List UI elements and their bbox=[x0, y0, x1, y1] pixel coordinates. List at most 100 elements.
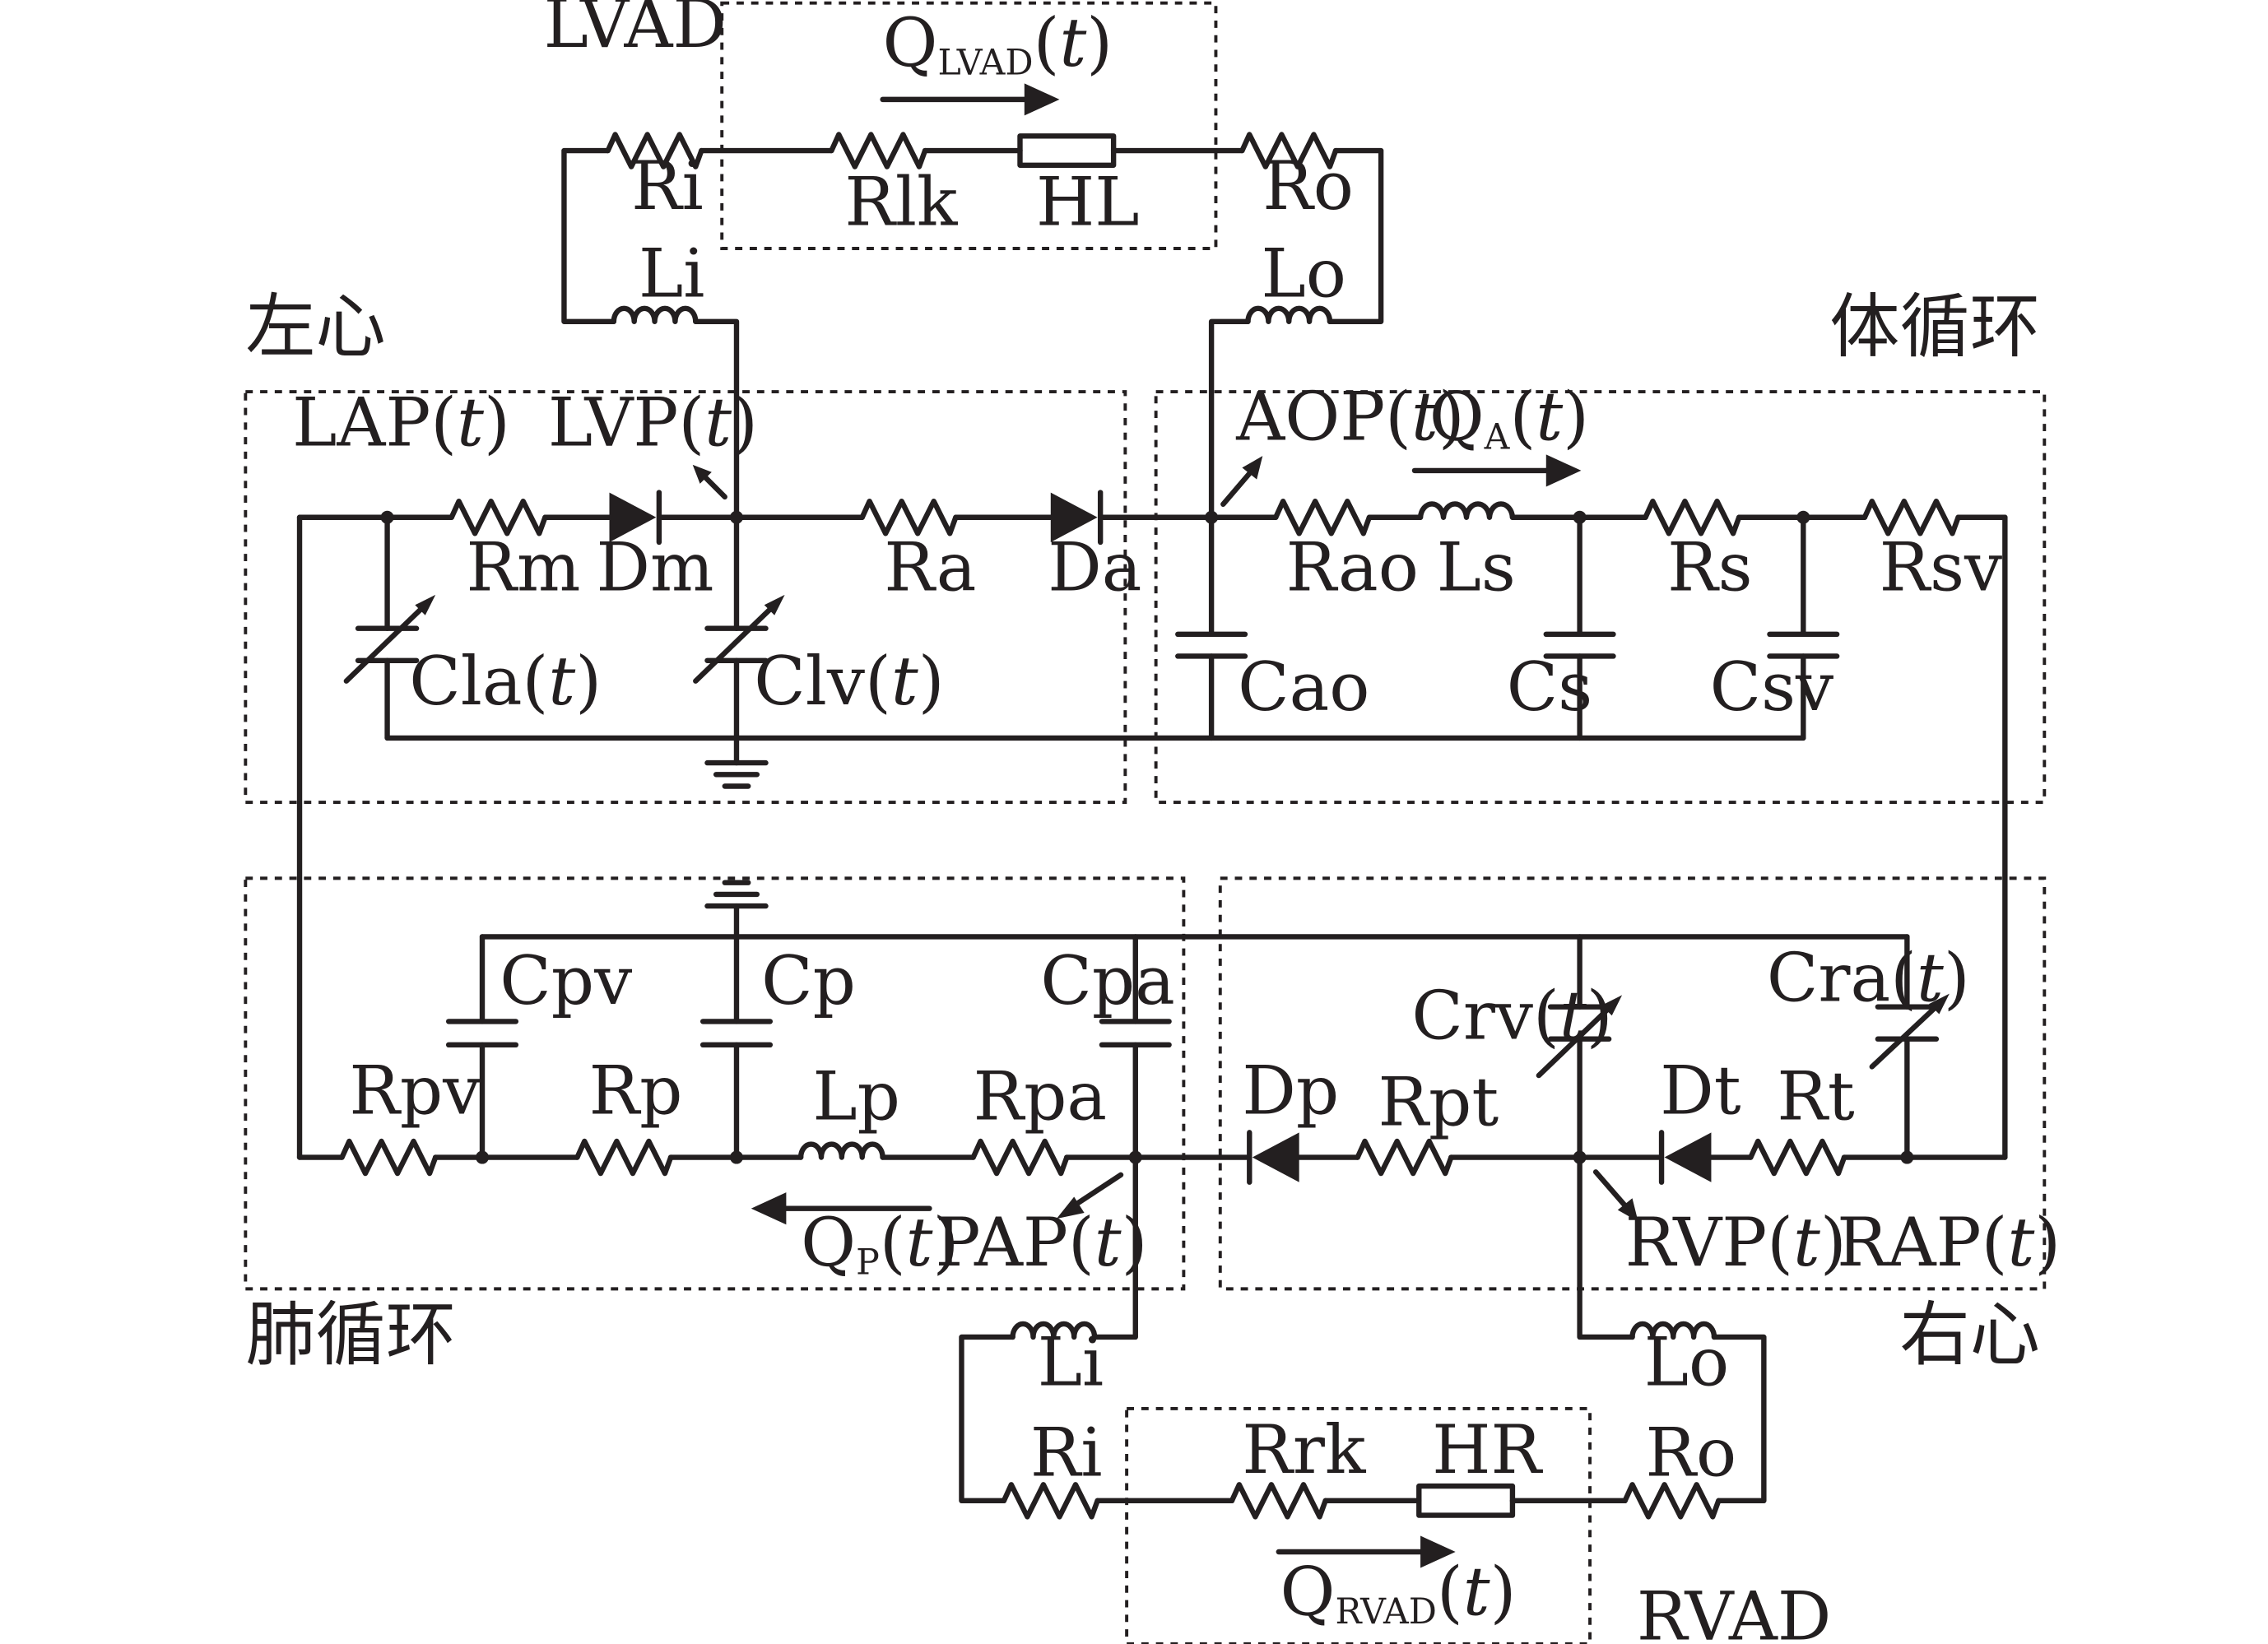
inductor-ls bbox=[1417, 501, 1516, 520]
label-systemic-circulation: 体循环 bbox=[1829, 286, 2040, 368]
pump-hr bbox=[1416, 1483, 1516, 1518]
label-rvad-lo: Lo bbox=[1644, 1324, 1729, 1402]
label-cao: Cao bbox=[1238, 648, 1369, 727]
label-q-rvad: QRVAD(t) bbox=[1280, 1553, 1517, 1632]
resistor-rpa bbox=[970, 1138, 1070, 1177]
capacitor-cao bbox=[1175, 631, 1248, 659]
label-ra: Ra bbox=[884, 529, 976, 607]
label-rm: Rm bbox=[466, 529, 580, 607]
label-q-lvad: QLVAD(t) bbox=[883, 4, 1113, 84]
label-rpv: Rpv bbox=[349, 1052, 481, 1130]
resistor-rt bbox=[1748, 1138, 1847, 1177]
label-q-p: QP(t) bbox=[801, 1204, 959, 1284]
capacitor-cp bbox=[699, 1019, 774, 1048]
label-lvad-lo: Lo bbox=[1261, 235, 1345, 313]
capacitor-crv-variable bbox=[1536, 995, 1623, 1079]
label-rap: RAP(t) bbox=[1837, 1204, 2061, 1282]
resistor-rs bbox=[1643, 499, 1742, 536]
diode-dm bbox=[609, 490, 662, 546]
capacitor-clv-variable bbox=[693, 594, 785, 684]
group-labels: LVAD 左心 体循环 肺循环 右心 RVAD bbox=[245, 0, 2040, 1644]
label-csv: Csv bbox=[1710, 648, 1834, 727]
label-rlk: Rlk bbox=[844, 164, 959, 242]
resistors bbox=[339, 132, 1961, 1520]
label-cla: Cla(t) bbox=[409, 643, 602, 721]
inductors bbox=[611, 305, 1717, 1340]
label-rvad-li: Li bbox=[1038, 1324, 1104, 1402]
resistor-ra bbox=[859, 499, 959, 536]
ground-symbol-bottom bbox=[704, 880, 769, 909]
flow-arrow-lvad bbox=[880, 83, 1060, 116]
resistor-lvad-ri bbox=[605, 132, 704, 170]
label-rsv: Rsv bbox=[1880, 529, 2003, 607]
inductor-lvad-li bbox=[611, 305, 699, 324]
systemic-circulation-box bbox=[1154, 390, 2047, 804]
label-cp: Cp bbox=[761, 942, 856, 1020]
label-hl: HL bbox=[1036, 164, 1139, 242]
label-q-a: QA(t) bbox=[1429, 378, 1589, 458]
label-da: Da bbox=[1048, 529, 1141, 607]
label-rpa: Rpa bbox=[974, 1057, 1107, 1135]
arrows bbox=[692, 83, 1638, 1568]
resistor-rm bbox=[448, 499, 548, 536]
label-dt: Dt bbox=[1660, 1052, 1741, 1130]
label-lp: Lp bbox=[812, 1057, 900, 1135]
resistor-rpt bbox=[1355, 1138, 1454, 1177]
resistor-lvad-ro bbox=[1239, 132, 1339, 170]
resistor-rpv bbox=[339, 1138, 439, 1177]
pressure-labels: LAP(t) LVP(t) AOP(t) PAP(t) RVP(t) RAP(t… bbox=[292, 378, 2061, 1282]
inductor-lvad-lo bbox=[1245, 305, 1333, 324]
diodes bbox=[609, 490, 1712, 1185]
flow-arrow-qa bbox=[1411, 454, 1582, 487]
label-right-heart: 右心 bbox=[1900, 1295, 2040, 1377]
capacitor-cra-variable bbox=[1869, 993, 1950, 1070]
pressure-arrow-rvp bbox=[1592, 1169, 1638, 1222]
label-hr: HR bbox=[1432, 1411, 1543, 1489]
label-rt: Rt bbox=[1777, 1057, 1854, 1135]
capacitors bbox=[343, 594, 1950, 1079]
capacitor-csv bbox=[1767, 631, 1840, 659]
label-dp: Dp bbox=[1242, 1052, 1339, 1130]
label-lvad-group: LVAD bbox=[544, 0, 727, 63]
pressure-arrow-pap bbox=[1056, 1172, 1124, 1219]
resistor-rlk bbox=[829, 132, 928, 170]
label-cra: Cra(t) bbox=[1767, 940, 1970, 1018]
pressure-arrow-lvp bbox=[692, 464, 727, 500]
left-heart-box bbox=[244, 390, 1127, 804]
flow-arrow-qp bbox=[751, 1192, 932, 1225]
resistor-rsv bbox=[1861, 499, 1961, 536]
resistor-rvad-ri bbox=[1001, 1482, 1100, 1520]
pressure-arrow-aop bbox=[1220, 456, 1263, 507]
label-rvad-group: RVAD bbox=[1637, 1578, 1831, 1644]
diode-da bbox=[1050, 490, 1104, 546]
label-rpt: Rpt bbox=[1378, 1063, 1499, 1141]
pulmonary-circulation-box bbox=[244, 876, 1186, 1291]
label-pulmonary-circulation: 肺循环 bbox=[245, 1295, 456, 1377]
capacitor-cs bbox=[1543, 631, 1616, 659]
label-cpv: Cpv bbox=[500, 942, 632, 1020]
flow-labels: QLVAD(t) QA(t) QP(t) QRVAD(t) bbox=[801, 4, 1589, 1632]
inductor-rvad-li bbox=[1010, 1321, 1098, 1340]
label-rp: Rp bbox=[589, 1052, 683, 1130]
right-heart-box bbox=[1218, 876, 2047, 1291]
label-clv: Clv(t) bbox=[754, 643, 944, 721]
pump-hl bbox=[1017, 133, 1117, 168]
label-cpa: Cpa bbox=[1040, 942, 1174, 1020]
label-rvad-ro: Ro bbox=[1646, 1414, 1737, 1493]
wires bbox=[296, 147, 2008, 1504]
resistor-rrk bbox=[1229, 1482, 1328, 1520]
label-rvad-ri: Ri bbox=[1030, 1414, 1103, 1493]
junction-dots bbox=[380, 510, 1914, 1164]
diode-dp bbox=[1247, 1130, 1299, 1185]
label-crv: Crv(t) bbox=[1411, 978, 1612, 1056]
lvad-box bbox=[720, 1, 1218, 250]
label-rao: Rao bbox=[1286, 529, 1419, 607]
label-ls: Ls bbox=[1437, 529, 1516, 607]
label-rs: Rs bbox=[1667, 529, 1752, 607]
capacitor-cla-variable bbox=[343, 594, 436, 684]
label-lvad-ro: Ro bbox=[1262, 147, 1354, 225]
flow-arrow-rvad bbox=[1276, 1535, 1456, 1568]
capacitor-cpa bbox=[1099, 1019, 1172, 1048]
capacitor-cpv bbox=[445, 1019, 519, 1048]
